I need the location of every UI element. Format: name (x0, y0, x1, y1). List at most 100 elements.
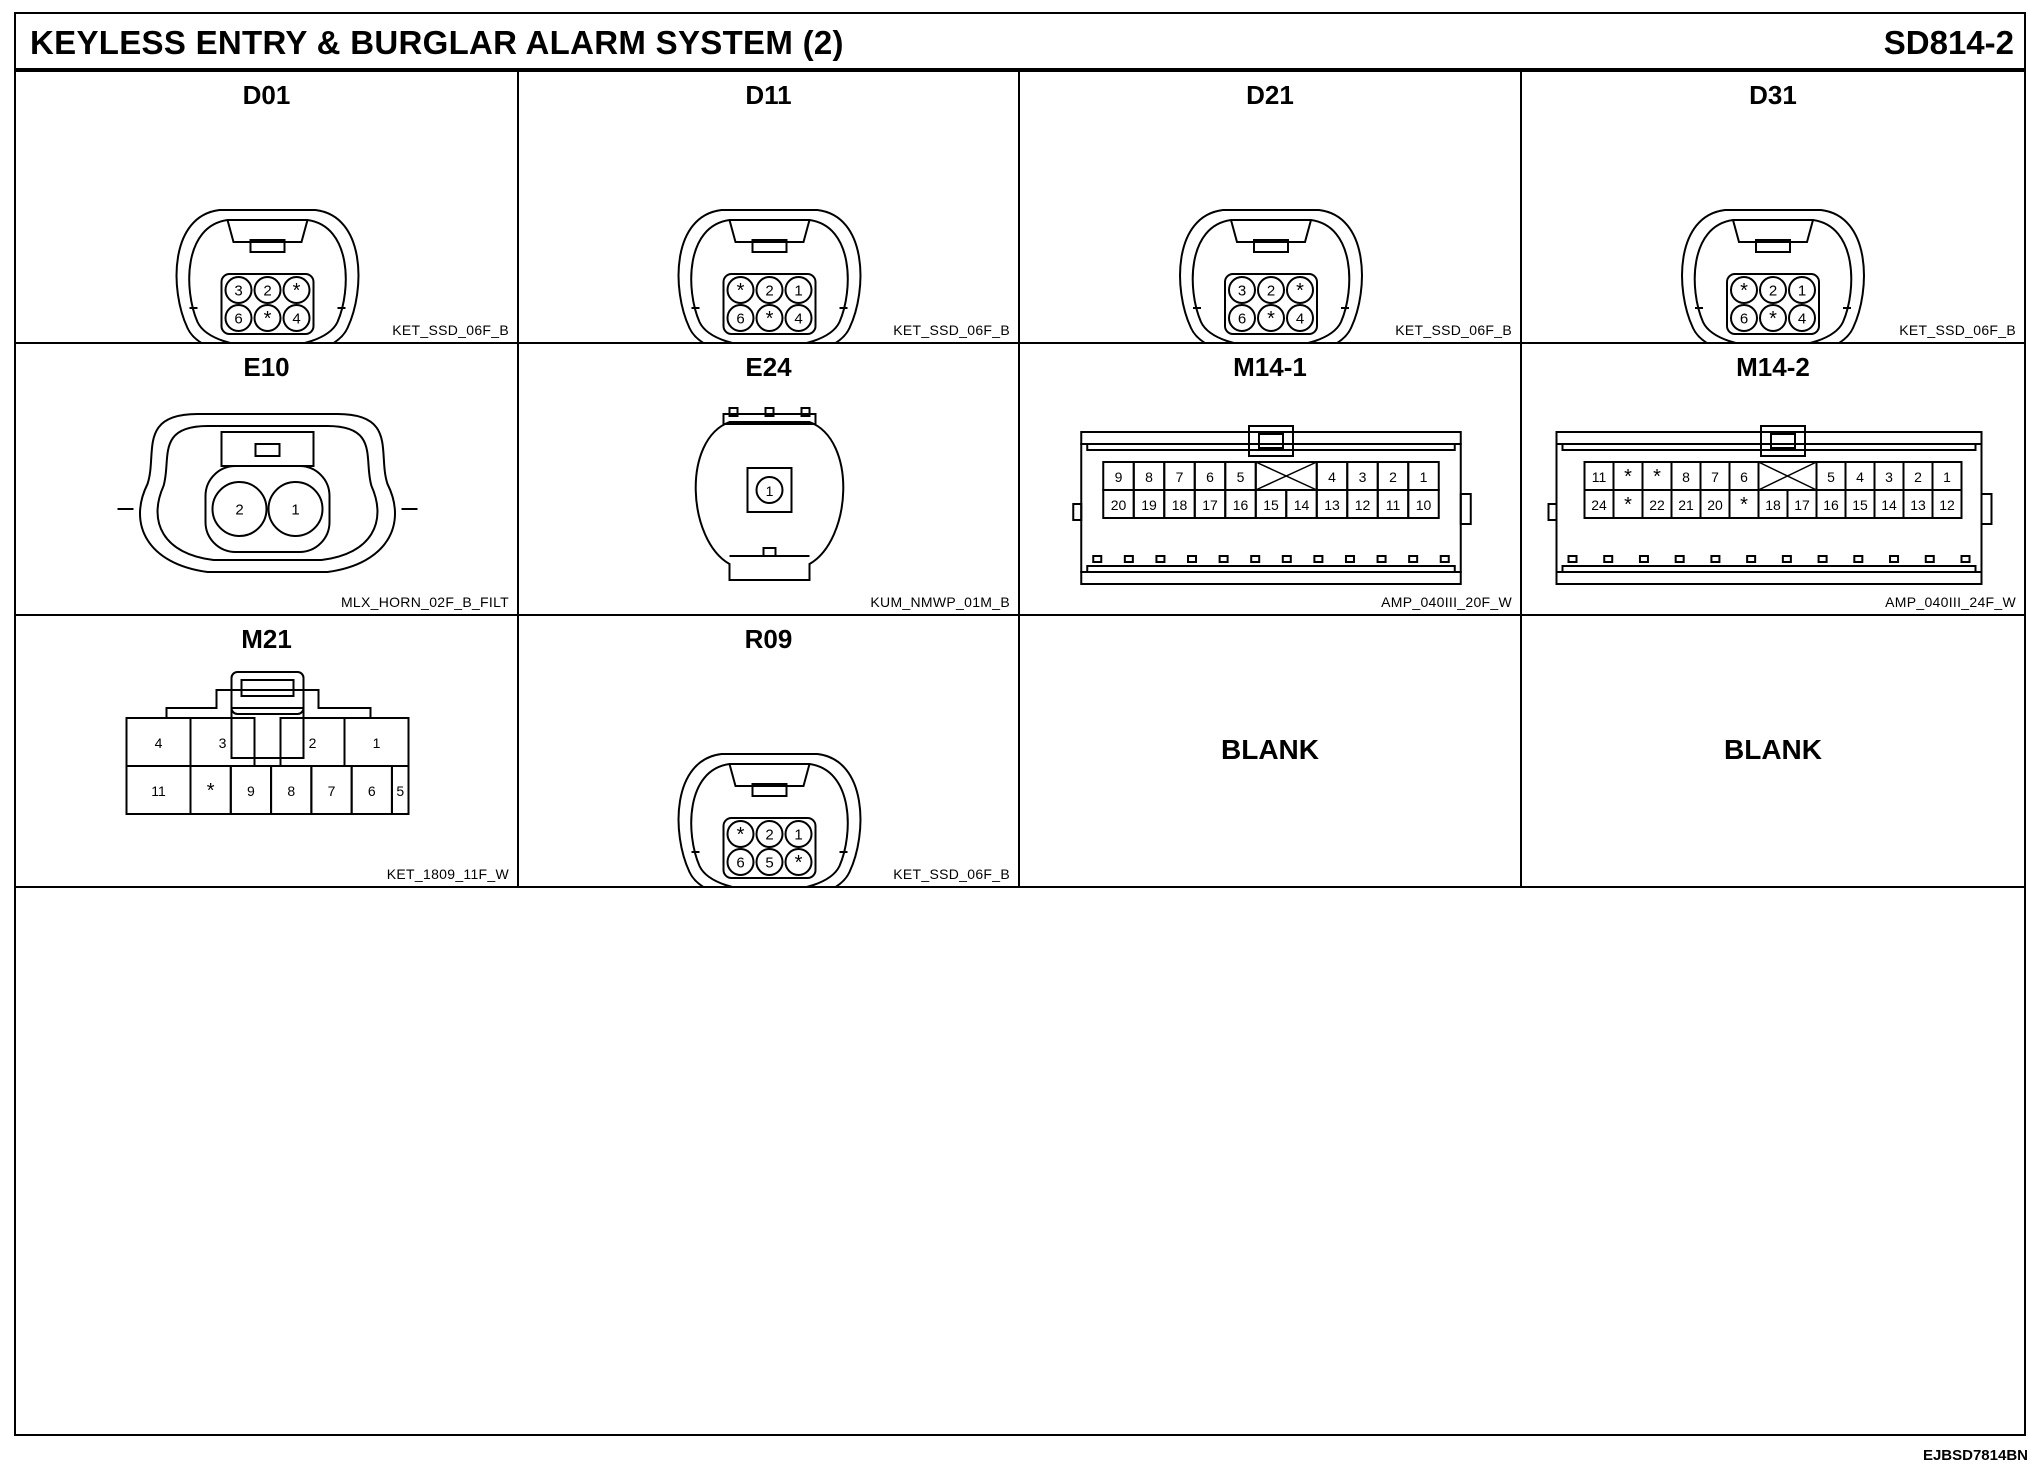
pin-label: 3 (219, 735, 227, 751)
terminal-slot (1781, 555, 1792, 563)
housing-top-rail (1555, 431, 1983, 445)
pin-cavity (253, 304, 282, 332)
pin-cavity (726, 848, 755, 876)
pin-label: 8 (287, 783, 295, 799)
terminal-slot (1281, 555, 1292, 563)
pin-label: 3 (1359, 469, 1367, 485)
pin-label: 13 (1910, 497, 1926, 513)
connector-part-number: MLX_HORN_02F_B_FILT (340, 594, 509, 610)
terminal-slot (1746, 555, 1757, 563)
connector-name: R09 (744, 624, 793, 654)
pin-label: 18 (1765, 497, 1781, 513)
connector-name: M21 (241, 624, 292, 654)
terminal-slot (1123, 555, 1134, 563)
pin-cavity (1228, 304, 1256, 332)
pin-block (722, 273, 817, 335)
pin-cavity (267, 481, 324, 537)
pin-label: 24 (1591, 497, 1607, 513)
pin-label: 5 (1237, 469, 1245, 485)
blocked-cavity-cross (1758, 461, 1817, 491)
pin-cavity (1257, 276, 1285, 304)
pin-label: 8 (1145, 469, 1153, 485)
pin-label: 6 (1740, 469, 1748, 485)
pin-label: * (1296, 280, 1304, 302)
pin-label: * (766, 308, 774, 330)
pin-label: 5 (1827, 469, 1835, 485)
pin-cavity (1759, 304, 1787, 332)
pin-label: 4 (794, 311, 802, 328)
latch-tab (249, 239, 286, 253)
blank-label: BLANK (1221, 734, 1319, 765)
connector-part-number: KET_1809_11F_W (386, 866, 509, 882)
pin-block (204, 465, 331, 553)
pin-cavity (755, 304, 784, 332)
pin-label: 4 (155, 735, 163, 751)
housing-outline (677, 753, 862, 888)
pin-label: 6 (736, 311, 744, 328)
housing-lug (764, 407, 775, 417)
pin-cavity (755, 848, 784, 876)
pin-cavity (784, 276, 813, 304)
latch-outline (1732, 219, 1814, 243)
terminal-slot (1344, 555, 1355, 563)
pin-cavity (1730, 304, 1758, 332)
pin-cavity (1286, 276, 1314, 304)
pin-label: 3 (1885, 469, 1893, 485)
pin-cavity (1788, 276, 1816, 304)
pin-label: 3 (234, 283, 242, 300)
pin-block (220, 273, 315, 335)
pin-cavity (726, 276, 755, 304)
terminal-slot (1924, 555, 1935, 563)
pin-label: 6 (1238, 311, 1246, 328)
latch-outline (220, 431, 315, 467)
pin-label: * (737, 280, 745, 302)
pin-label: 7 (1711, 469, 1719, 485)
latch-tab (254, 443, 281, 457)
pin-label: 5 (396, 783, 404, 799)
pin-label: 17 (1794, 497, 1810, 513)
terminal-slot (1853, 555, 1864, 563)
pin-cavity (1228, 276, 1256, 304)
housing-inner-outline (1191, 219, 1351, 344)
pin-cavity (224, 304, 253, 332)
connector-name: D31 (1749, 80, 1797, 110)
housing-cap (722, 413, 817, 425)
pin-label: 2 (1389, 469, 1397, 485)
latch-outline (1230, 219, 1312, 243)
latch-outline (1760, 425, 1806, 457)
pin-cavity (784, 304, 813, 332)
pin-label: 16 (1233, 497, 1249, 513)
pin-label: * (264, 308, 272, 330)
pin-block (722, 817, 817, 879)
pin-cavity (390, 765, 410, 815)
pin-label: 2 (235, 502, 243, 519)
pin-label: 2 (263, 283, 271, 300)
pin-label: 11 (1592, 469, 1607, 485)
pin-terminal (755, 476, 784, 504)
pin-label: 11 (151, 783, 166, 799)
terminal-slot (1674, 555, 1685, 563)
latch-outline (230, 671, 305, 715)
pin-label: * (737, 824, 745, 846)
pin-label: 5 (765, 855, 773, 872)
pin-label: 21 (1678, 497, 1694, 513)
pin-label: 1 (1420, 469, 1428, 485)
latch-tab (751, 783, 788, 797)
sheet-number: SD814-2 (1883, 24, 2014, 61)
pin-label: 4 (292, 311, 300, 328)
pin-cavity (211, 481, 268, 537)
latch-tab (1755, 239, 1791, 253)
pin-cavity (1931, 489, 1963, 519)
housing-inner-outline (188, 219, 347, 344)
terminal-slot (1817, 555, 1828, 563)
pin-cavity (1759, 276, 1787, 304)
terminal-slot (1376, 555, 1387, 563)
pin-label: 4 (1296, 311, 1304, 328)
